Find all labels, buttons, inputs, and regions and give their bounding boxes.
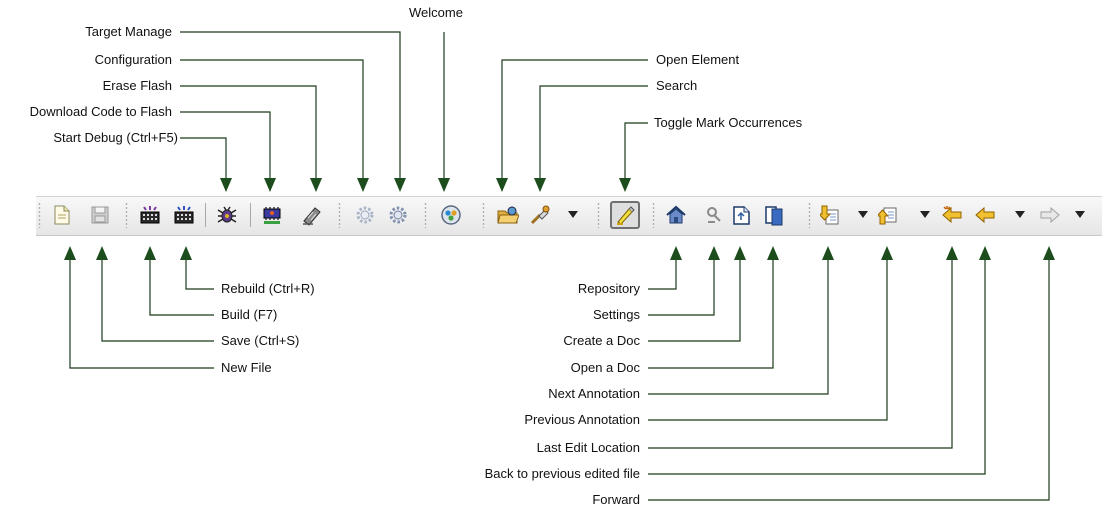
forward-arrow-icon — [1040, 206, 1060, 224]
toggle-mark-occurrences-button[interactable] — [610, 201, 640, 229]
label-target-manage: Target Manage — [85, 24, 172, 39]
toolbar-grip[interactable] — [424, 202, 427, 228]
previous-annotation-button[interactable] — [876, 203, 900, 227]
next-annotation-icon — [820, 205, 839, 225]
create-doc-icon — [733, 206, 750, 225]
settings-button[interactable] — [702, 203, 726, 227]
last-edit-icon — [942, 206, 962, 224]
label-forward: Forward — [592, 492, 640, 507]
configuration-button[interactable] — [353, 203, 377, 227]
search-icon — [530, 205, 550, 225]
label-next-annotation: Next Annotation — [548, 386, 640, 401]
home-icon — [666, 205, 686, 224]
rebuild-icon — [174, 206, 194, 224]
open-element-icon — [497, 206, 519, 224]
forward-dropdown[interactable] — [1075, 211, 1085, 218]
open-doc-icon — [765, 206, 783, 226]
label-repository: Repository — [577, 281, 640, 296]
search-button[interactable] — [528, 203, 552, 227]
erase-flash-button[interactable] — [300, 203, 324, 227]
label-rebuild: Rebuild (Ctrl+R) — [221, 281, 315, 296]
label-start-debug: Start Debug (Ctrl+F5) — [53, 130, 178, 145]
save-button[interactable] — [88, 203, 112, 227]
label-back-to-previous-edited-file: Back to previous edited file — [484, 466, 640, 481]
label-last-edit-location: Last Edit Location — [536, 440, 640, 455]
welcome-button[interactable] — [439, 203, 463, 227]
settings-icon — [707, 207, 721, 223]
toolbar-separator — [205, 203, 206, 227]
back-button[interactable] — [973, 203, 997, 227]
toolbar-separator — [250, 203, 251, 227]
label-build: Build (F7) — [221, 307, 278, 322]
label-erase-flash: Erase Flash — [102, 78, 172, 93]
gear-icon — [389, 206, 407, 224]
toolbar-grip[interactable] — [338, 202, 341, 228]
previous-annotation-icon — [878, 207, 897, 225]
download-flash-icon — [263, 207, 281, 224]
toolbar-grip[interactable] — [125, 202, 128, 228]
search-dropdown[interactable] — [568, 211, 578, 218]
label-download-code: Download Code to Flash — [29, 104, 172, 119]
label-configuration: Configuration — [94, 52, 172, 67]
toolbar-grip[interactable] — [808, 202, 811, 228]
label-create-a-doc: Create a Doc — [563, 333, 640, 348]
start-debug-button[interactable] — [215, 203, 239, 227]
label-search: Search — [656, 78, 698, 93]
toolbar-grip[interactable] — [597, 202, 600, 228]
welcome-icon — [441, 205, 461, 225]
label-new-file: New File — [221, 360, 272, 375]
toolbar-grip[interactable] — [38, 202, 41, 228]
create-doc-button[interactable] — [730, 203, 754, 227]
toolbar-grip[interactable] — [482, 202, 485, 228]
next-annotation-button[interactable] — [818, 203, 842, 227]
rebuild-button[interactable] — [172, 203, 196, 227]
label-open-a-doc: Open a Doc — [570, 360, 640, 375]
new-file-icon — [54, 205, 70, 225]
open-doc-button[interactable] — [762, 203, 786, 227]
new-file-button[interactable] — [50, 203, 74, 227]
debug-icon — [217, 206, 237, 223]
gear-icon — [356, 206, 374, 224]
last-edit-location-button[interactable] — [940, 203, 964, 227]
label-previous-annotation: Previous Annotation — [524, 412, 640, 427]
build-button[interactable] — [138, 203, 162, 227]
download-code-button[interactable] — [260, 203, 284, 227]
label-settings: Settings — [593, 307, 640, 322]
erase-flash-icon — [303, 207, 321, 226]
open-element-button[interactable] — [496, 203, 520, 227]
highlighter-icon — [617, 206, 635, 225]
previous-annotation-dropdown[interactable] — [920, 211, 930, 218]
toolbar-grip[interactable] — [652, 202, 655, 228]
label-toggle-mark-occurrences: Toggle Mark Occurrences — [654, 115, 803, 130]
label-open-element: Open Element — [656, 52, 740, 67]
forward-button[interactable] — [1038, 203, 1062, 227]
back-arrow-icon — [975, 206, 995, 224]
label-welcome: Welcome — [409, 5, 463, 20]
repository-button[interactable] — [664, 203, 688, 227]
back-dropdown[interactable] — [1015, 211, 1025, 218]
build-icon — [140, 206, 160, 224]
next-annotation-dropdown[interactable] — [858, 211, 868, 218]
target-manage-button[interactable] — [386, 203, 410, 227]
label-save: Save (Ctrl+S) — [221, 333, 300, 348]
save-icon — [91, 206, 109, 224]
